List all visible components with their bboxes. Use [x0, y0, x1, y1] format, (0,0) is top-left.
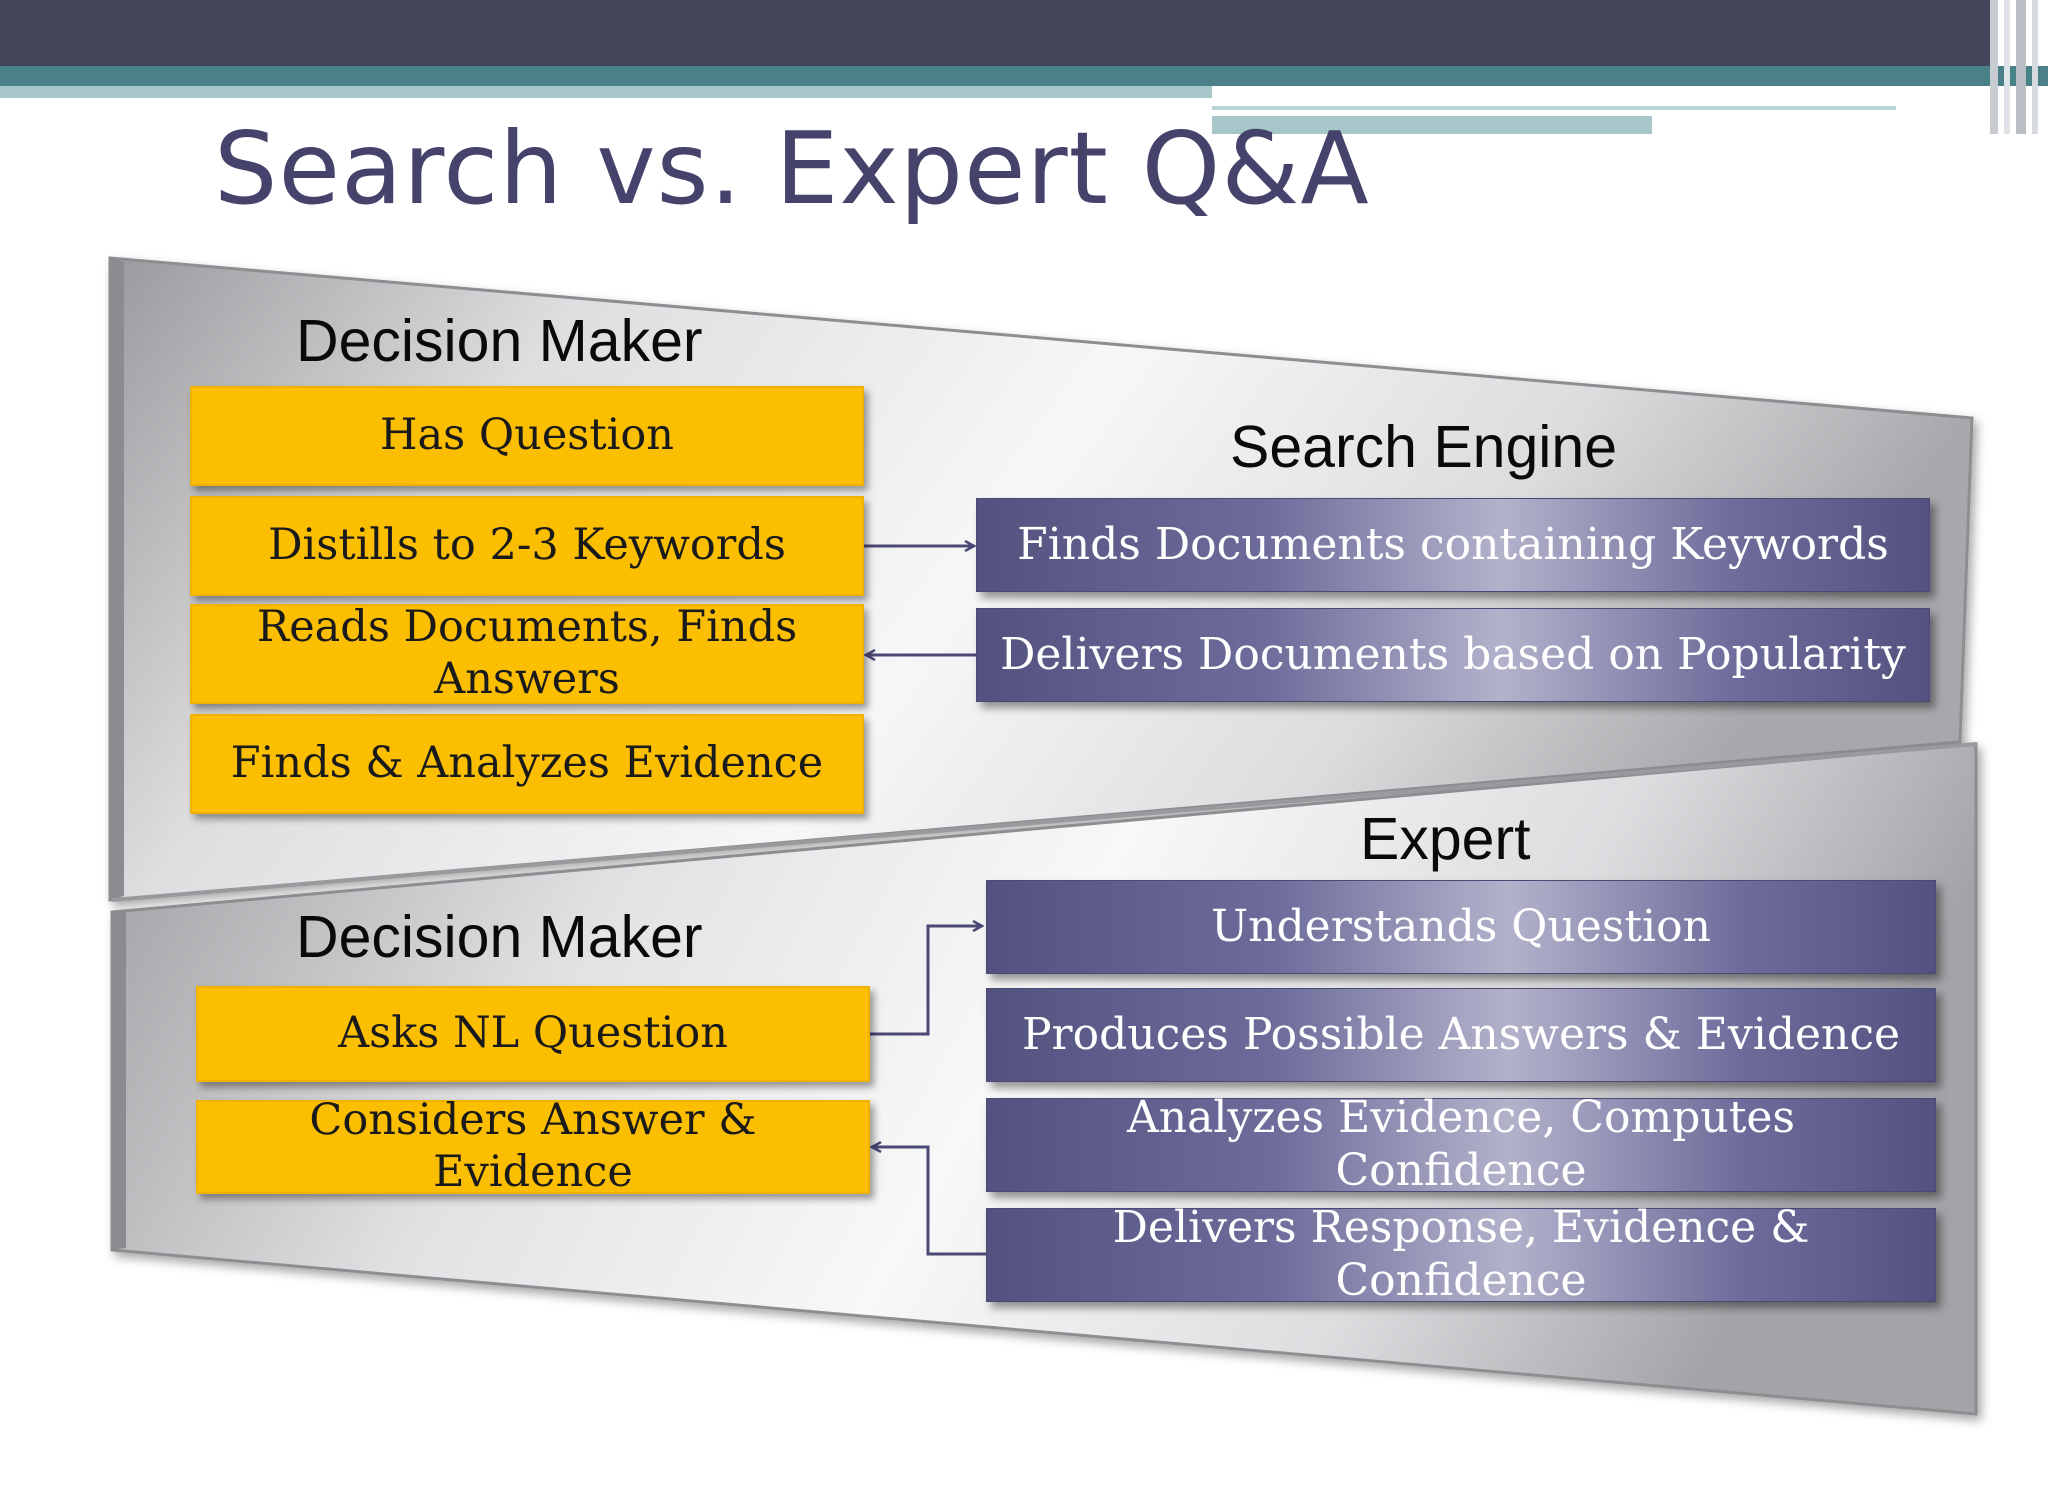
- header-band-dark: [0, 0, 1990, 66]
- step-finds-evidence: Finds & Analyzes Evidence: [190, 714, 864, 814]
- panel-divider: [111, 742, 1977, 902]
- search-panel-edge: [110, 258, 124, 900]
- connector-delivers-to-considers: [872, 1147, 986, 1256]
- step-considers-answer: Considers Answer & Evidence: [196, 1095, 870, 1197]
- expert-analyzes-evidence: Analyzes Evidence, Computes Confidence: [986, 1092, 1936, 1196]
- header-band-thin: [1212, 106, 1896, 110]
- header-stripe: [2004, 0, 2010, 134]
- engine-delivers-documents: Delivers Documents based on Popularity: [976, 608, 1930, 702]
- expert-understands-question: Understands Question: [986, 880, 1936, 974]
- header-band-light-right: [1212, 116, 1652, 134]
- step-reads-documents: Reads Documents, Finds Answers: [190, 602, 864, 704]
- expert-panel-edge: [112, 910, 126, 1250]
- header-band-teal: [0, 66, 2048, 86]
- page-title: Search vs. Expert Q&A: [214, 110, 1370, 227]
- expert-produces-answers: Produces Possible Answers & Evidence: [986, 988, 1936, 1082]
- connector-asks-to-understands: [870, 926, 982, 1036]
- expert-delivers-response: Delivers Response, Evidence & Confidence: [986, 1202, 1936, 1306]
- step-distills-keywords: Distills to 2-3 Keywords: [190, 496, 864, 596]
- step-asks-nl-question: Asks NL Question: [196, 986, 870, 1082]
- engine-finds-documents: Finds Documents containing Keywords: [976, 498, 1930, 592]
- header-stripe: [2016, 0, 2026, 134]
- header-stripe: [2032, 0, 2038, 134]
- expert-decision-maker-heading: Decision Maker: [296, 904, 703, 970]
- search-engine-heading: Search Engine: [1230, 414, 1618, 480]
- header-band-light: [0, 86, 1212, 98]
- expert-heading: Expert: [1360, 806, 1531, 872]
- search-decision-maker-heading: Decision Maker: [296, 308, 703, 374]
- header-stripe: [1990, 0, 1998, 134]
- step-has-question: Has Question: [190, 386, 864, 486]
